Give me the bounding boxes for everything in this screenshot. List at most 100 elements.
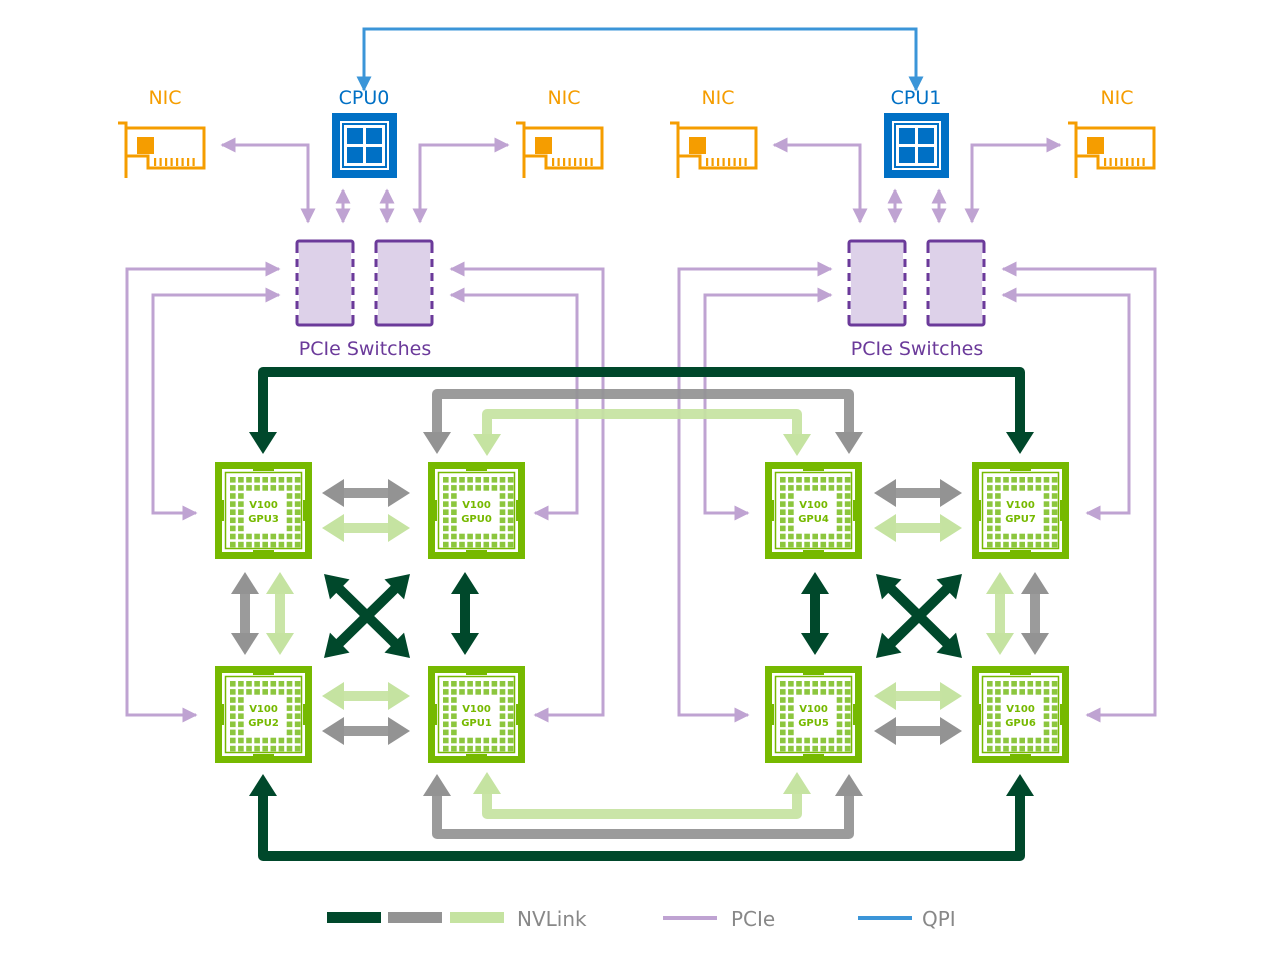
gpu-tab	[975, 500, 981, 521]
gpu-dot	[254, 485, 260, 491]
gpu-dot	[995, 745, 1001, 752]
gpu-dot	[796, 485, 802, 491]
gpu-dot	[499, 541, 506, 548]
nvlink-arrow-gpu2-gpu6-head	[249, 774, 277, 796]
gpu-dot	[1051, 525, 1058, 532]
gpu-tab	[1060, 500, 1066, 521]
gpu-dot	[286, 681, 293, 687]
gpu-dot	[451, 501, 457, 507]
gpu-dot	[254, 745, 260, 752]
gpu-dot	[270, 681, 277, 687]
gpu-dot	[844, 477, 851, 483]
pcie-link-switch-gpu	[1001, 287, 1131, 521]
cpu-core	[366, 147, 382, 163]
nic-pin	[585, 158, 588, 166]
nvlink-arrow-head	[388, 682, 410, 710]
switch-notch	[374, 281, 378, 287]
gpu-dot	[788, 517, 794, 524]
gpu-dot	[286, 533, 293, 540]
gpu-model-label: V100	[462, 704, 491, 715]
gpu-dot	[1019, 681, 1025, 687]
gpu-dot	[499, 509, 506, 515]
gpu-dot	[443, 697, 449, 703]
cpu-die-outline	[894, 123, 939, 168]
gpu-dot	[270, 745, 277, 752]
gpu-dot	[796, 745, 802, 752]
nvlink-arrow-head	[384, 574, 410, 600]
gpu-dot	[507, 485, 514, 491]
gpu-dot	[1019, 689, 1025, 695]
switch-notch	[430, 309, 434, 315]
nvlink-arrow-gpu0-gpu4-head	[835, 432, 863, 454]
nic-chip	[137, 137, 154, 154]
gpu-dot	[844, 745, 851, 752]
nvlink-arrow-head	[322, 514, 344, 542]
gpu-dot	[294, 533, 301, 540]
gpu-dot	[804, 485, 810, 491]
gpu-tab	[218, 500, 224, 521]
nvlink-arrow-gpu0-gpu4-head	[473, 434, 501, 456]
gpu-dot	[1051, 493, 1058, 499]
gpu-dot	[254, 541, 260, 548]
nic-chip	[689, 137, 706, 154]
gpu-dot	[1027, 477, 1034, 483]
gpu-dot	[780, 705, 786, 711]
gpu-dot	[1011, 737, 1017, 744]
nic-pin	[154, 158, 157, 166]
gpu-dot	[286, 485, 293, 491]
nvlink-arrow-head	[388, 514, 410, 542]
gpu-dot	[1027, 541, 1034, 548]
gpu-dot	[844, 705, 851, 711]
pcie-switch-icon	[374, 239, 434, 327]
gpu-die-outline	[981, 675, 1060, 754]
gpu-dot	[987, 493, 993, 499]
legend-swatch-nvlink-gray	[388, 912, 442, 923]
gpu-dot	[230, 729, 236, 736]
gpu-dot	[836, 525, 843, 532]
gpu-dot	[507, 721, 514, 728]
pcie-links	[125, 137, 1157, 723]
switch-notch	[430, 281, 434, 287]
nic-pin	[1126, 158, 1129, 166]
gpu-dot	[820, 745, 827, 752]
gpu-dot	[1019, 737, 1025, 744]
gpu-dot	[270, 689, 277, 695]
gpu-dot	[294, 477, 301, 483]
gpu-dot	[262, 541, 268, 548]
gpu-dot	[491, 737, 498, 744]
gpu-dot	[995, 713, 1001, 719]
nic-pin	[728, 158, 731, 166]
gpu-die-outline	[224, 675, 303, 754]
gpu-dot	[836, 721, 843, 728]
gpu-dot	[1027, 737, 1034, 744]
legend-label-qpi: QPI	[922, 907, 956, 931]
gpu-dot	[238, 745, 244, 752]
gpu-model-label: V100	[249, 704, 278, 715]
gpu-dot	[1051, 729, 1058, 736]
gpu-dot	[507, 689, 514, 695]
gpu-dot	[451, 681, 457, 687]
gpu-dot	[443, 745, 449, 752]
gpu-dot	[238, 517, 244, 524]
gpu-dot	[507, 729, 514, 736]
nic-pin	[552, 158, 555, 166]
gpu-dot	[1035, 745, 1042, 752]
gpu-dot	[1051, 737, 1058, 744]
gpu-dot	[836, 729, 843, 736]
gpu-dot	[987, 509, 993, 515]
switch-notch	[295, 309, 299, 315]
gpu-dot	[467, 745, 473, 752]
nic-pin	[187, 158, 190, 166]
gpu-dot	[995, 517, 1001, 524]
gpu-dot	[475, 485, 481, 491]
gpu-dot	[987, 541, 993, 548]
nvlink-arrow-head	[324, 574, 350, 600]
gpu-dot	[443, 705, 449, 711]
gpu-dot	[844, 533, 851, 540]
gpu-dot	[836, 493, 843, 499]
gpu-name-label: GPU5	[798, 718, 829, 729]
gpu-dot	[1043, 493, 1050, 499]
gpu-dot	[1027, 485, 1034, 491]
gpu-dot	[467, 533, 473, 540]
